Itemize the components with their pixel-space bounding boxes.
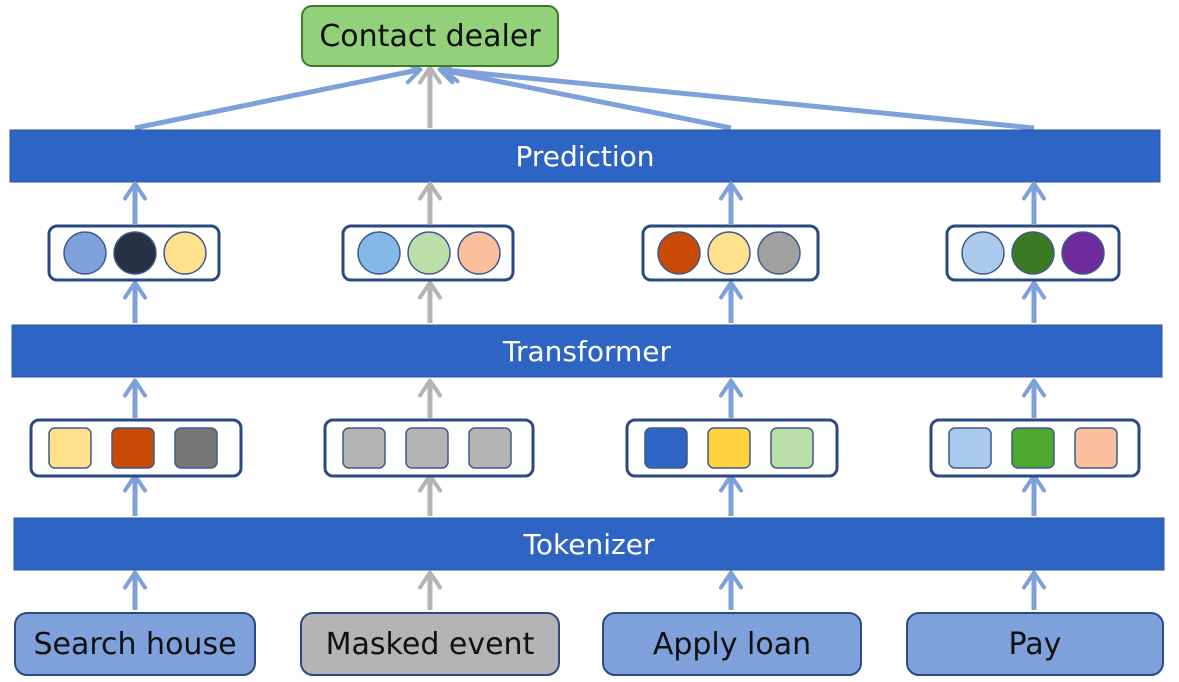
- embedding-1-1: [63, 231, 107, 275]
- token-1-1: [48, 427, 92, 469]
- token-2-1: [342, 427, 386, 469]
- token-3-3: [770, 427, 814, 469]
- embedding-1-2: [113, 231, 157, 275]
- input-node-3: [602, 612, 862, 676]
- embedding-4-3: [1061, 231, 1105, 275]
- embedding-1-3: [163, 231, 207, 275]
- embedding-3-2: [707, 231, 751, 275]
- output-node-label: Contact dealer: [319, 18, 541, 54]
- input-label-search-house: Search house: [33, 626, 237, 662]
- token-4-1: [948, 427, 992, 469]
- embedding-2-2: [407, 231, 451, 275]
- embedding-2-1: [357, 231, 401, 275]
- output-node: [301, 5, 559, 67]
- token-2-2: [405, 427, 449, 469]
- transformer-layer-bar: [11, 324, 1163, 378]
- embedding-4-2: [1011, 231, 1055, 275]
- prediction-layer-label: Prediction: [515, 139, 655, 173]
- prediction-layer-bar: [9, 129, 1161, 183]
- input-node-2: [300, 612, 560, 676]
- input-label-pay: Pay: [1008, 626, 1062, 662]
- token-1-2: [111, 427, 155, 469]
- token-1-3: [174, 427, 218, 469]
- tokenizer-layer-bar: [13, 517, 1165, 571]
- prediction-to-output-arrow-3: [437, 60, 732, 131]
- prediction-to-output-arrow-4: [441, 59, 1035, 131]
- embedding-4-1: [961, 231, 1005, 275]
- input-label-apply-loan: Apply loan: [652, 626, 812, 662]
- input-node-4: [906, 612, 1164, 676]
- embedding-2-3: [457, 231, 501, 275]
- token-4-2: [1011, 427, 1055, 469]
- transformer-layer-label: Transformer: [502, 334, 671, 368]
- embedding-3-3: [757, 231, 801, 275]
- tokenizer-layer-label: Tokenizer: [523, 527, 655, 561]
- input-node-1: [14, 612, 256, 676]
- token-3-1: [644, 427, 688, 469]
- token-4-3: [1074, 427, 1118, 469]
- prediction-to-output-arrow-1: [134, 60, 423, 131]
- token-3-2: [707, 427, 751, 469]
- input-label-masked-event: Masked event: [325, 626, 535, 662]
- embedding-3-1: [657, 231, 701, 275]
- token-2-3: [468, 427, 512, 469]
